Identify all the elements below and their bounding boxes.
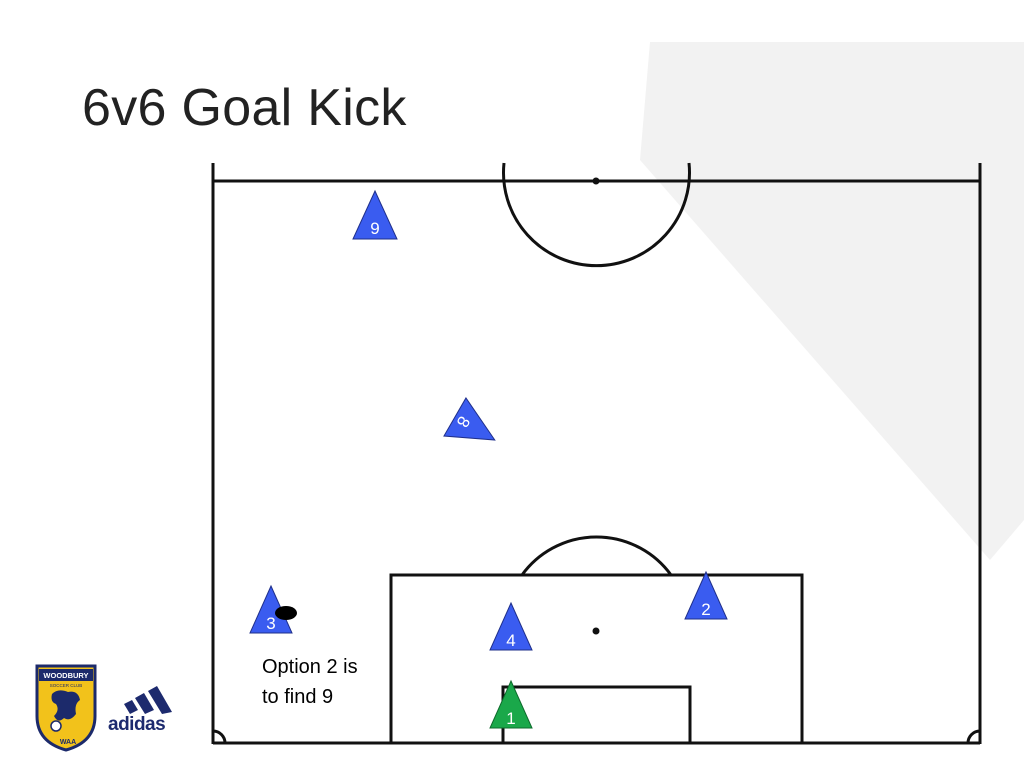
svg-text:WAA: WAA [60,739,76,746]
player-1-goalkeeper: 1 [489,679,533,729]
option-note: Option 2 is to find 9 [262,652,358,712]
svg-text:adidas: adidas [108,714,165,735]
center-spot [592,177,600,185]
player-number: 2 [701,600,710,619]
woodbury-club-crest: WOODBURY SOCCER CLUB WAA [35,664,97,752]
note-line: Option 2 is [262,656,358,678]
player-4: 4 [489,601,533,651]
player-number: 9 [370,219,379,238]
player-8: 8 [443,397,496,441]
svg-text:SOCCER CLUB: SOCCER CLUB [50,683,83,688]
adidas-logo: adidas [108,686,172,735]
penalty-spot [592,627,600,635]
corner-arc-right [966,729,981,744]
player-number: 1 [506,709,515,728]
goal-area [501,685,692,743]
note-line: to find 9 [262,686,334,708]
player-number: 4 [506,631,515,650]
ball [275,606,297,620]
player-9: 9 [352,189,398,240]
penalty-arc [520,535,673,576]
penalty-area [389,573,804,743]
center-circle [502,162,691,268]
slide-title: 6v6 Goal Kick [82,79,407,137]
player-2: 2 [684,570,728,620]
player-number: 3 [266,614,275,633]
logos: WOODBURY SOCCER CLUB WAA adidas [35,664,172,752]
corner-arc-left [212,729,227,744]
svg-text:WOODBURY: WOODBURY [43,671,88,680]
